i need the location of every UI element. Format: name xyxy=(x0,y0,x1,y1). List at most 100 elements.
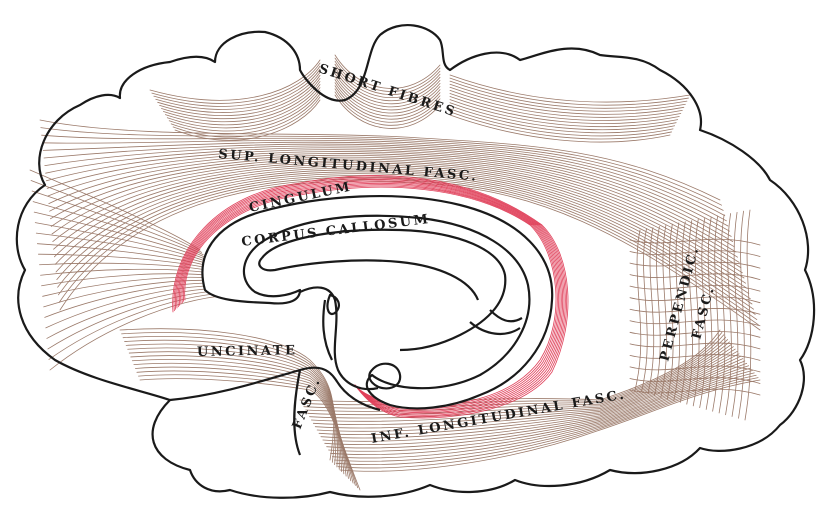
perpendicular-cross-fibre xyxy=(629,319,761,327)
sup-longitudinal-fibre xyxy=(58,178,759,326)
sup-longitudinal-fibre xyxy=(48,154,738,258)
sup-longitudinal-fibre xyxy=(40,127,722,206)
cingulum-fibre xyxy=(173,176,568,417)
frontal-radiation-fibre xyxy=(46,287,226,339)
perpendicular-cross-fibre xyxy=(629,377,761,384)
perpendicular-fibre xyxy=(738,210,745,419)
cingulum-fibre xyxy=(176,179,565,415)
short-fibre xyxy=(172,91,672,140)
perpendicular-fasc-sublabel: FASC. xyxy=(689,284,718,341)
sup-longitudinal-fibre xyxy=(39,119,721,201)
perpendicular-cross-fibre xyxy=(629,238,761,246)
fornix-outline xyxy=(299,286,523,391)
association-fibres xyxy=(29,54,761,491)
perpendicular-fibre xyxy=(725,213,732,416)
perpendicular-cross-fibre xyxy=(629,261,761,269)
sup-longitudinal-fibre xyxy=(46,151,735,248)
perpendicular-fibre xyxy=(731,211,739,417)
perpendicular-fibre xyxy=(679,221,687,403)
inf-longitudinal-fibre xyxy=(316,351,738,432)
temporal-lobe-border xyxy=(169,366,381,456)
frontal-radiation-fibre xyxy=(40,268,217,276)
inf-longitudinal-fibre xyxy=(331,370,753,459)
cingulum-fibre xyxy=(172,175,569,419)
sup-longitudinal-fibre xyxy=(42,139,726,216)
inf-longitudinal-fibre xyxy=(320,355,742,439)
perpendicular-cross-fibre xyxy=(629,308,761,315)
sup-longitudinal-fibre xyxy=(56,173,754,310)
sup-longitudinal-fibre xyxy=(49,156,740,263)
frontal-radiation-fibre xyxy=(38,253,214,270)
sup-longitudinal-fibre xyxy=(53,165,748,289)
perpendicular-cross-fibre xyxy=(629,365,761,373)
perpendicular-fibre xyxy=(686,220,693,405)
perpendicular-cross-fibre xyxy=(629,342,761,350)
perpendicular-fibre xyxy=(634,229,642,391)
perpendicular-fibre xyxy=(744,209,752,421)
sup-longitudinal-fibre xyxy=(52,164,746,284)
frontal-radiation-fibre xyxy=(30,180,202,253)
frontal-radiation-fibre xyxy=(43,279,221,308)
uncinate-label: UNCINATE xyxy=(197,343,298,360)
short-fibre xyxy=(157,66,685,115)
inf-longitudinal-fibre xyxy=(312,346,734,426)
inf-longitudinal-fibre xyxy=(326,362,748,449)
perpendicular-fibre xyxy=(666,223,674,400)
sup-longitudinal-fibre xyxy=(47,153,737,253)
sup-longitudinal-fibre xyxy=(46,149,734,242)
perpendicular-cross-fibre xyxy=(629,296,761,304)
perpendicular-fibre xyxy=(647,227,655,394)
sup-longitudinal-fibre xyxy=(50,160,743,274)
frontal-radiation-fibre xyxy=(42,276,220,297)
inf-longitudinal-fibre xyxy=(333,372,755,462)
sup-longitudinal-fibre xyxy=(44,145,730,232)
perpendicular-cross-fibre xyxy=(629,273,761,281)
short-fibre xyxy=(153,60,688,109)
ventricle-outline xyxy=(258,228,507,352)
inf-longitudinal-fibre xyxy=(314,348,736,429)
sup-longitudinal-fibre xyxy=(51,162,745,279)
perpendicular-fibre xyxy=(712,215,719,412)
short-fibre xyxy=(155,63,686,112)
frontal-radiation-fibre xyxy=(33,211,207,260)
cingulum-fibres xyxy=(172,175,569,419)
frontal-radiation-fibre xyxy=(41,273,218,287)
short-fibre xyxy=(163,76,680,124)
frontal-radiation-fibre xyxy=(36,243,212,267)
perpendicular-fibre xyxy=(660,224,668,398)
inf-longitudinal-fibre xyxy=(339,379,761,472)
perpendicular-cross-fibre xyxy=(629,331,761,338)
uncinate-fibre xyxy=(138,374,359,489)
short-fibre xyxy=(168,85,676,134)
inf-longitudinal-fibre xyxy=(330,367,751,455)
sup-longitudinal-fibre xyxy=(41,134,724,211)
inf-longitudinal-fibre xyxy=(307,339,729,416)
uncinate-fibre xyxy=(139,378,361,491)
inf-longitudinal-fibre xyxy=(305,336,727,412)
short-fibre xyxy=(174,94,671,143)
sup-longitudinal-fibre xyxy=(42,141,727,222)
cingulum-fibre xyxy=(177,180,564,413)
perpendicular-cross-fibre xyxy=(629,285,761,292)
inf-longitudinal-fibre xyxy=(318,353,740,436)
perpendicular-cross-fibre xyxy=(629,250,761,257)
sup-longitudinal-fibre xyxy=(50,158,742,268)
corpus-callosum-outline xyxy=(201,194,554,410)
perpendicular-fibre xyxy=(654,226,661,396)
perpendicular-fibre xyxy=(673,222,681,401)
sup-longitudinal-fibre xyxy=(57,175,756,315)
sup-longitudinal-fibre xyxy=(45,147,732,237)
short-fibre xyxy=(164,79,679,128)
cingulum-fibre xyxy=(178,181,562,412)
frontal-radiation-fibre xyxy=(29,169,201,251)
perpendicular-cross-fibre xyxy=(629,354,761,361)
frontal-radiation-fibre xyxy=(35,232,210,265)
inf-longitudinal-fibre xyxy=(335,374,757,465)
frontal-radiation-fibre xyxy=(49,294,231,371)
short-fibre xyxy=(161,73,682,121)
inf-longitudinal-fibre xyxy=(337,377,759,469)
inf-longitudinal-fibre xyxy=(311,343,732,422)
short-fibre xyxy=(151,57,689,106)
